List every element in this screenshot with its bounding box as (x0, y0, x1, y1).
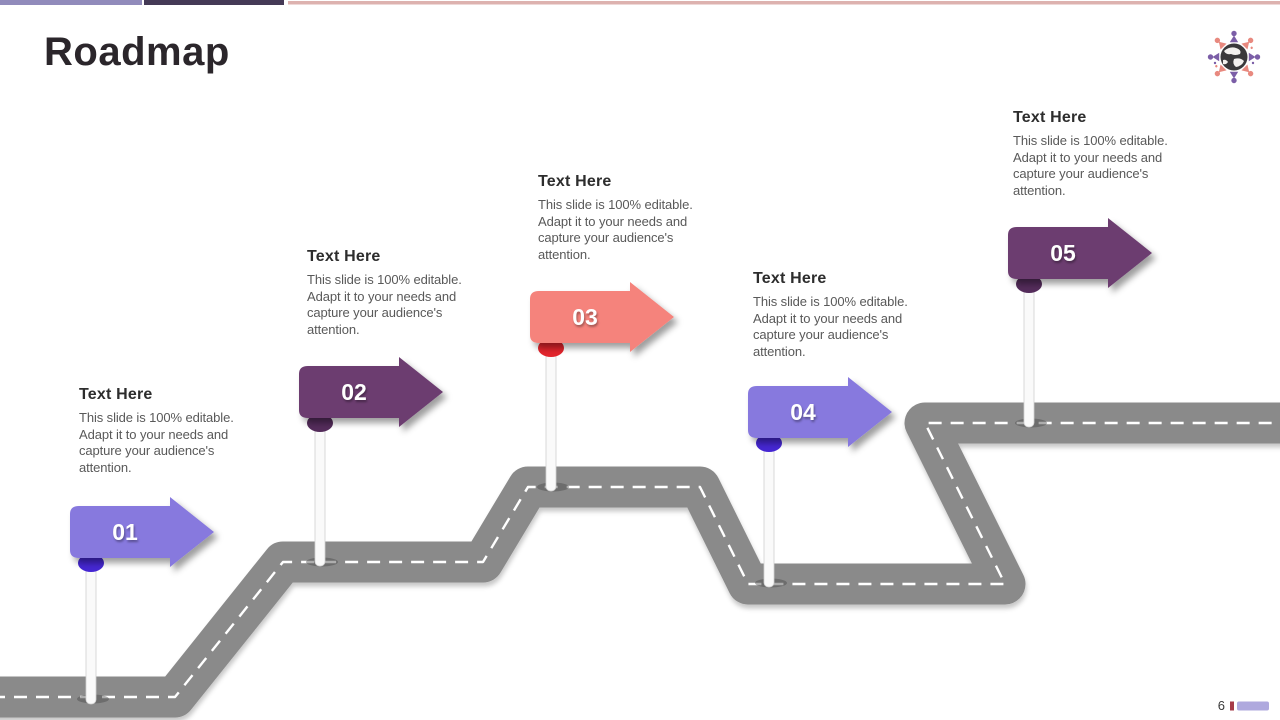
ribbon-fold-03 (538, 339, 564, 357)
milestone-number-03: 03 (572, 304, 598, 330)
ribbon-fold-05 (1016, 275, 1042, 293)
milestone-heading-02: Text Here (307, 248, 381, 265)
people-ring (1207, 30, 1261, 84)
footer-square (1230, 701, 1234, 710)
milestone-number-05: 05 (1050, 240, 1076, 266)
arrow-flag-02 (299, 357, 443, 427)
milestone-sign-05: 05 (1008, 218, 1152, 428)
globe-icon (1220, 43, 1248, 71)
milestone-body-05: This slide is 100% editable. Adapt it to… (1013, 133, 1168, 198)
accent-bar-right (288, 1, 1280, 5)
top-accent-bars (0, 0, 1280, 5)
milestone-body-03: This slide is 100% editable. Adapt it to… (538, 197, 693, 262)
milestone-number-02: 02 (341, 379, 367, 405)
ribbon-fold-04 (756, 434, 782, 452)
ribbon-fold-01 (78, 554, 104, 572)
milestone-body-02: This slide is 100% editable. Adapt it to… (307, 272, 462, 337)
page-number: 6 (1217, 698, 1225, 713)
milestone-heading-03: Text Here (538, 173, 612, 190)
footer-bar (1237, 701, 1269, 710)
milestone-body-01: This slide is 100% editable. Adapt it to… (79, 410, 234, 475)
milestone-sign-04: 04 (748, 377, 892, 588)
milestone-heading-01: Text Here (79, 386, 153, 403)
milestone-text-02: Text Here This slide is 100% editable. A… (307, 248, 485, 339)
milestone-body-04: This slide is 100% editable. Adapt it to… (753, 294, 908, 359)
footer: 6 (1218, 698, 1274, 713)
ribbon-fold-02 (307, 414, 333, 432)
arrow-flag-03 (530, 282, 674, 352)
milestone-heading-05: Text Here (1013, 109, 1087, 126)
milestone-sign-03: 03 (530, 282, 674, 492)
milestone-text-03: Text Here This slide is 100% editable. A… (538, 173, 716, 264)
road-centerline (0, 421, 1280, 699)
arrow-flag-05 (1008, 218, 1152, 288)
arrow-flag-04 (748, 377, 892, 447)
accent-bar-mid (144, 0, 284, 5)
milestone-text-04: Text Here This slide is 100% editable. A… (753, 270, 931, 361)
arrow-flag-01 (70, 497, 214, 567)
milestone-number-04: 04 (790, 399, 816, 425)
milestone-text-05: Text Here This slide is 100% editable. A… (1013, 109, 1191, 200)
milestone-number-01: 01 (112, 519, 138, 545)
milestone-sign-02: 02 (299, 357, 443, 567)
milestone-text-01: Text Here This slide is 100% editable. A… (79, 386, 257, 477)
globe-people-logo (1207, 30, 1261, 84)
milestone-heading-04: Text Here (753, 270, 827, 287)
footer-marks (1230, 701, 1269, 710)
accent-bar-left (0, 0, 142, 5)
page-title: Roadmap (44, 30, 230, 74)
milestone-sign-01: 01 (70, 497, 214, 705)
